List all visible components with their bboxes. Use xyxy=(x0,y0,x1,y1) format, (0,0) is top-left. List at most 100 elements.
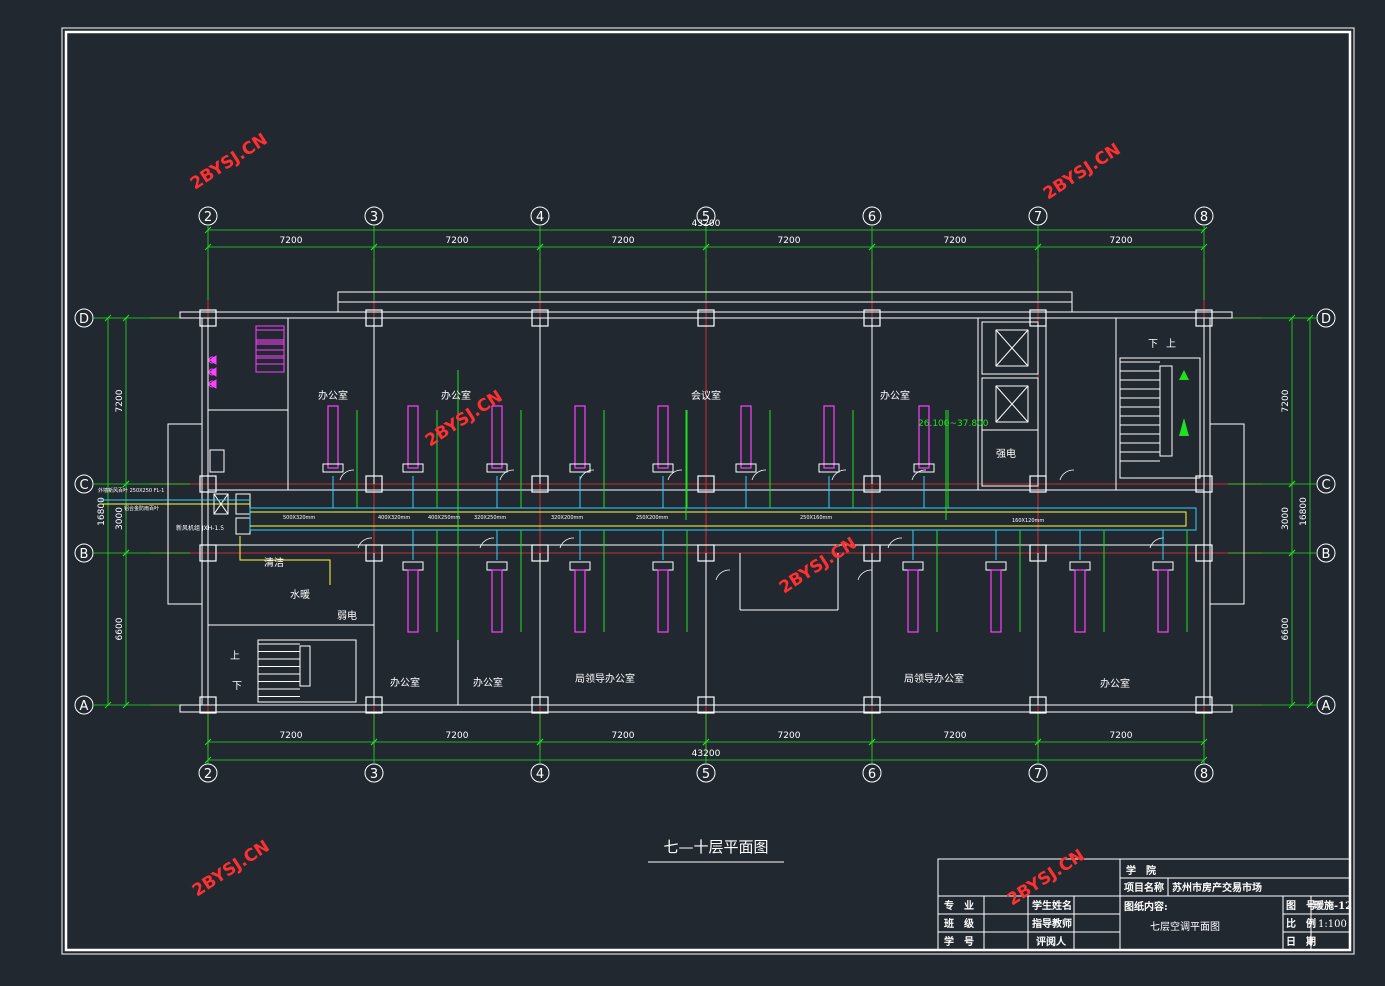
door-swing xyxy=(857,569,873,581)
dim-top-total-tick xyxy=(204,226,212,234)
dim-top-text: 7200 xyxy=(778,236,801,246)
return-duct-main xyxy=(249,507,1197,531)
door-swing xyxy=(1059,469,1075,481)
dim-top-text: 7200 xyxy=(446,236,469,246)
column xyxy=(531,309,549,327)
duct-size-label: 400X250mm xyxy=(428,515,460,521)
exhaust-fan xyxy=(209,367,217,377)
stair-ne-well xyxy=(1159,365,1173,457)
door-swing xyxy=(579,469,595,481)
column xyxy=(1195,544,1213,562)
stair-sw-box xyxy=(257,639,357,703)
elevation-note: 26.100~37.800 xyxy=(918,419,989,429)
door-swing xyxy=(339,469,355,481)
column xyxy=(199,475,217,493)
tb-advisor-label: 指导教师 xyxy=(1032,917,1072,930)
duct-size-label: 250X160mm xyxy=(800,515,832,521)
axis-bubble-bottom-label: 5 xyxy=(702,767,710,782)
axis-bubble-top-label: 3 xyxy=(370,210,378,225)
room-leader-office-2: 局领导办公室 xyxy=(904,672,964,685)
wall-north-outer xyxy=(179,311,1233,319)
door-swing xyxy=(357,537,373,549)
wall-east-bay xyxy=(1209,423,1245,605)
fan-coil-north-grille xyxy=(652,463,674,473)
stair-arrow xyxy=(1179,418,1189,436)
door-swing xyxy=(831,469,847,481)
dim-bottom-tick xyxy=(370,738,378,746)
fan-coil-south-unit xyxy=(407,569,419,633)
fan-coil-south-grille xyxy=(486,561,508,571)
column xyxy=(863,696,881,714)
dim-left-total-tick xyxy=(104,314,112,322)
column xyxy=(365,696,383,714)
dim-left-text: 3000 xyxy=(115,507,125,530)
axis-bubble-right-label: D xyxy=(1321,312,1331,327)
dim-right-tick xyxy=(1288,314,1296,322)
dim-top-text: 7200 xyxy=(1110,236,1133,246)
fan-coil-south-unit xyxy=(907,569,919,633)
dim-bottom-text: 7200 xyxy=(1110,731,1133,741)
duct-size-label: 160X120mm xyxy=(1012,518,1044,524)
door-swing xyxy=(887,537,903,549)
fan-coil-north-grille xyxy=(486,463,508,473)
column xyxy=(199,544,217,562)
tb-project-value: 苏州市房产交易市场 xyxy=(1172,881,1262,894)
title-block-text: 学 院 项目名称 苏州市房产交易市场 图纸内容: 七层空调平面图 专 业 班 级… xyxy=(944,864,1352,948)
dim-left-text: 7200 xyxy=(115,389,125,412)
room-office-sw2: 办公室 xyxy=(473,676,503,689)
axis-bubble-bottom-label: 3 xyxy=(370,767,378,782)
dim-right-total-tick xyxy=(1306,314,1314,322)
dim-bottom-tick xyxy=(204,738,212,746)
dim-bottom-total-text: 43200 xyxy=(692,749,721,759)
fan-coil-north-unit xyxy=(823,405,835,469)
toilet-stall xyxy=(255,325,285,341)
axis-bubble-bottom-label: 2 xyxy=(204,767,212,782)
column xyxy=(863,309,881,327)
dim-top-tick xyxy=(1034,243,1042,251)
column xyxy=(1029,696,1047,714)
axis-bubble-right-label: C xyxy=(1321,478,1330,493)
dim-right-text: 3000 xyxy=(1281,507,1291,530)
dim-bottom-total-tick xyxy=(204,756,212,764)
toilet-stall xyxy=(255,341,285,357)
dim-bottom-text: 7200 xyxy=(280,731,303,741)
fan-coil-north-unit xyxy=(574,405,586,469)
wall-east xyxy=(1203,317,1211,706)
dim-top-total-text: 43200 xyxy=(692,219,721,229)
stair-sw-down: 下 xyxy=(232,681,242,692)
fan-coil-north-grille xyxy=(913,463,935,473)
dim-bottom-tick xyxy=(702,738,710,746)
column xyxy=(863,544,881,562)
fan-coil-north-grille xyxy=(402,463,424,473)
duct-size-label: 320X200mm xyxy=(551,515,583,521)
louver-note-1: 外墙新风百叶 250X250 FL-1 xyxy=(98,487,164,494)
dim-bottom-tick xyxy=(868,738,876,746)
axis-bubble-top-label: 2 xyxy=(204,210,212,225)
tb-drawing-no-value: 暖施-12 xyxy=(1314,899,1352,912)
dim-top-tick xyxy=(1200,243,1208,251)
dim-left-text: 6600 xyxy=(115,617,125,640)
axis-bubble-left-label: D xyxy=(79,312,89,327)
duct-size-label: 500X320mm xyxy=(283,515,315,521)
door-swing xyxy=(715,569,731,581)
dim-top-total-tick xyxy=(1200,226,1208,234)
tb-drawing-no-label: 图 号 xyxy=(1286,900,1316,912)
axis-bubble-top-label: 8 xyxy=(1200,210,1208,225)
dim-top-tick xyxy=(868,243,876,251)
dim-top-text: 7200 xyxy=(944,236,967,246)
tb-date-label: 日 期 xyxy=(1286,935,1316,948)
tb-id-label: 学 号 xyxy=(944,935,974,948)
sink xyxy=(209,449,225,473)
tb-scale-value: 1:100 xyxy=(1318,919,1347,930)
axis-bubble-bottom-label: 7 xyxy=(1034,767,1042,782)
door-swing xyxy=(911,469,927,481)
fan-coil-north-grille xyxy=(569,463,591,473)
dim-left-total-tick xyxy=(104,701,112,709)
fan-coil-north-unit xyxy=(491,405,503,469)
room-office-n4: 办公室 xyxy=(880,389,910,402)
stair-sw-up: 上 xyxy=(230,650,240,662)
axis-bubble-left-label: A xyxy=(80,699,89,714)
column xyxy=(697,696,715,714)
exhaust-fan xyxy=(209,355,217,365)
